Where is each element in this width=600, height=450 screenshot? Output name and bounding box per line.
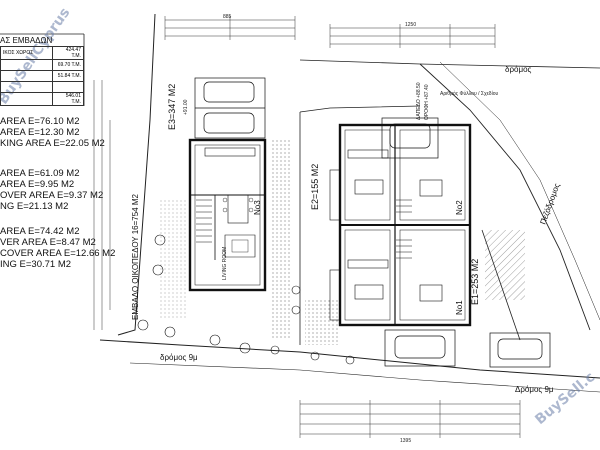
block1-area-2: AREA E=12.30 M2 (0, 127, 80, 138)
legend-label (0, 81, 53, 93)
drawing-note: Αριθμός Φύλλου / Σχεδίου (440, 90, 498, 97)
house-no3-label: No3 (253, 200, 262, 215)
legend-value: 69.70 T.M. (52, 59, 84, 71)
dimension-label-top-left: 885 (223, 14, 232, 20)
tree-symbols (137, 234, 355, 365)
block2-area-4: NG E=21.13 M2 (0, 201, 69, 212)
area-legend-frame (0, 33, 85, 106)
legend-row: 69.70 T.M. (0, 59, 84, 71)
road-label-bottom-left: δρόμος 9μ (160, 353, 198, 362)
house-no1-label: No1 (455, 300, 464, 315)
legend-value: 424.47 T.M. (52, 46, 84, 60)
road-label-bottom-right: Δρόμος 9μ (515, 385, 554, 394)
block3-area-4: ING E=30.71 M2 (0, 259, 72, 270)
parking-area-top-right (381, 117, 439, 159)
level-label-2: ΔΑΠΕΔΟ +88.50 (416, 82, 422, 120)
plot1-area-label: E1=253 M2 (470, 259, 480, 305)
house-no2-no1 (329, 123, 472, 327)
house-no2-label: No2 (455, 200, 464, 215)
block1-area-1: AREA E=76.10 M2 (0, 116, 80, 127)
dimension-label-bottom: 1395 (400, 438, 411, 444)
legend-value: 51.84 T.M. (52, 70, 84, 82)
parking-area-bottom (384, 329, 551, 368)
area-legend-heading: ΑΣ ΕΜΒΑΔΩΝ (0, 36, 53, 45)
legend-label (0, 70, 53, 82)
legend-label (0, 59, 53, 71)
landscape-areas (158, 140, 525, 345)
legend-row (0, 81, 84, 93)
block1-area-3: KING AREA E=22.05 M2 (0, 138, 105, 149)
legend-row: 51.84 T.M. (0, 70, 84, 82)
road-label-top: δρόμος (505, 65, 532, 74)
house-no3 (188, 138, 267, 292)
block2-area-2: AREA E=9.95 M2 (0, 179, 75, 190)
legend-label: ΙΚΟΣ ΧΩΡΟΣ (0, 46, 53, 60)
block3-area-1: AREA E=74.42 M2 (0, 226, 80, 237)
plot3-area-label: E3=347 M2 (167, 84, 177, 130)
living-room-label: LIVING ROOM (222, 247, 228, 280)
legend-value (52, 81, 84, 93)
legend-row: 546.01 T.M. (0, 92, 84, 106)
level-label-3: ΟΡΟΦΗ +87.40 (424, 84, 430, 120)
legend-label (0, 92, 53, 106)
plot2-area-label: E2=155 M2 (310, 164, 320, 210)
legend-value: 546.01 T.M. (52, 92, 84, 106)
dimension-label-top-right: 1250 (405, 22, 416, 28)
parking-area-top-left (194, 77, 266, 139)
dimension-lines-bottom (299, 400, 521, 438)
dimension-lines-top (164, 16, 496, 48)
dimension-lines-left (93, 80, 111, 330)
block3-area-3: COVER AREA E=12.66 M2 (0, 248, 116, 259)
block2-area-1: AREA E=61.09 M2 (0, 168, 80, 179)
building-area-label: ΕΜΒΑΔΟ ΟΙΚΟΠΕΔΟΥ 16=754 M2 (131, 193, 140, 320)
block2-area-3: OVER AREA E=9.37 M2 (0, 190, 104, 201)
block3-area-2: VER AREA E=8.47 M2 (0, 237, 96, 248)
level-label-1: +91.00 (183, 99, 189, 115)
